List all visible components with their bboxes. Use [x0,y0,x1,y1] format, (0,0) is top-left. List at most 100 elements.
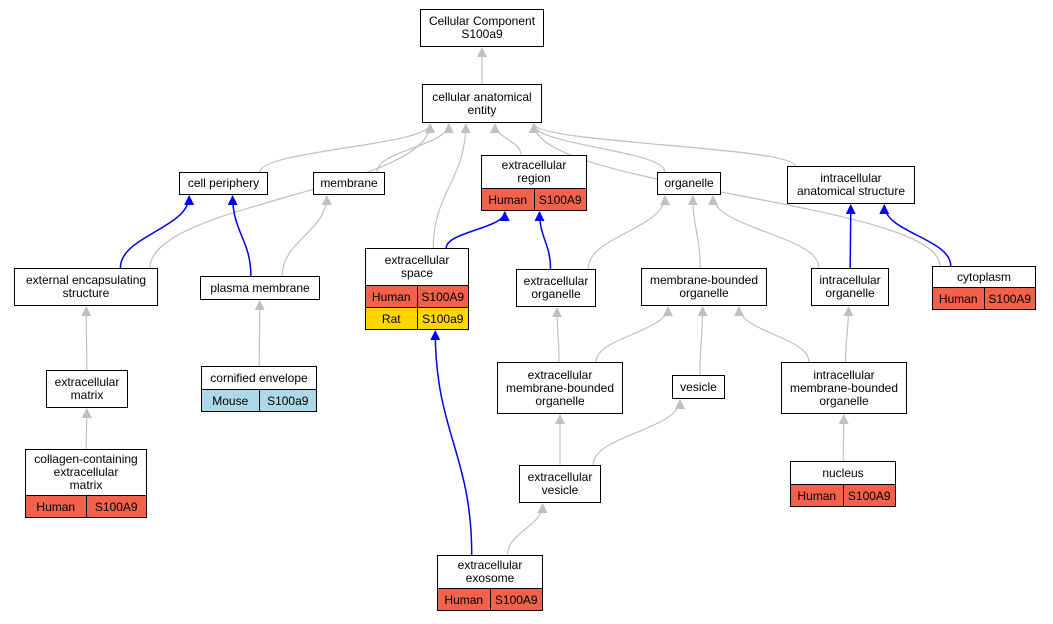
node-label-line: organelle [825,286,875,300]
node-label: cornified envelope [202,367,316,389]
edge-ves-to-mbo [697,306,708,376]
species-cell: Human [797,488,837,503]
edge-eo-to-org [587,195,670,270]
edge-cyto-to-cae [529,123,941,267]
edge-org-to-cae [528,123,666,173]
annotation-row: Rat S100a9 [366,307,468,329]
edge-imbo-to-mbo [734,306,810,363]
node-label-line: matrix [70,388,104,402]
edge-cyto-to-ias [879,204,952,267]
node-label-line: region [517,171,551,185]
node-label-line: S100a9 [461,27,503,41]
node-label-line: matrix [69,478,103,492]
edge-exo-to-es [430,330,473,556]
edge-imbo-to-io [843,306,854,363]
node-org[interactable]: organelle [657,172,721,195]
gene-cell: S100a9 [416,308,469,329]
node-label-line: extracellular [54,375,120,389]
annotation-row: Human S100A9 [933,287,1035,309]
node-label-line: organelle [664,176,714,190]
node-ves[interactable]: vesicle [672,375,725,399]
node-label-line: cellular anatomical [432,89,532,104]
node-label-line: exosome [465,571,515,585]
node-label-line: plasma membrane [210,280,310,295]
node-label: plasma membrane [201,277,319,299]
species-cell: Human [938,291,978,306]
edge-er-to-cae [490,123,522,156]
gene-cell: S100A9 [983,288,1036,309]
gene-cell: S100A9 [85,496,147,517]
node-label-line: space [400,266,434,280]
node-label-line: external encapsulating [25,273,147,287]
node-label-line: intracellular [819,273,881,287]
node-label-line: membrane-bounded [789,380,899,395]
node-label-line: anatomical structure [796,184,906,198]
edge-ev-to-ves [592,399,685,466]
node-label-line: extracellular [53,465,119,479]
edge-es-to-er [445,211,510,249]
edge-io-to-org [708,195,820,269]
edge-eo-to-er [534,211,552,270]
species-cell: Mouse [212,393,249,408]
node-label-line: membrane [320,176,378,190]
node-label: organelle [658,173,720,194]
node-mem[interactable]: membrane [313,172,385,195]
node-label-line: cytoplasm [956,269,1012,284]
edge-mem-to-cae [376,123,454,173]
gene-cell: S100A9 [842,485,896,506]
edge-ce-to-pm [254,300,265,367]
node-label-line: extracellular [523,274,589,288]
node-pm[interactable]: plasma membrane [200,276,320,300]
node-label-line: organelle [531,287,581,301]
node-label-line: cornified envelope [210,370,308,385]
node-label-line: nucleus [822,465,864,480]
species-cell: Human [488,192,528,207]
node-label-line: structure [62,286,110,300]
species-cell: Human [371,289,411,304]
node-label-line: extracellular [527,470,593,484]
node-label-line: extracellular [527,367,593,382]
node-label-line: collagen-containing [34,452,138,466]
edge-mbo-to-org [687,195,701,269]
node-cp[interactable]: cell periphery [179,172,268,195]
edge-ias-to-cae [529,123,796,167]
node-label-line: organelle [535,393,585,408]
node-label: vesicle [673,376,724,398]
species-cell: Human [444,592,484,607]
species-cell: Rat [381,311,401,326]
